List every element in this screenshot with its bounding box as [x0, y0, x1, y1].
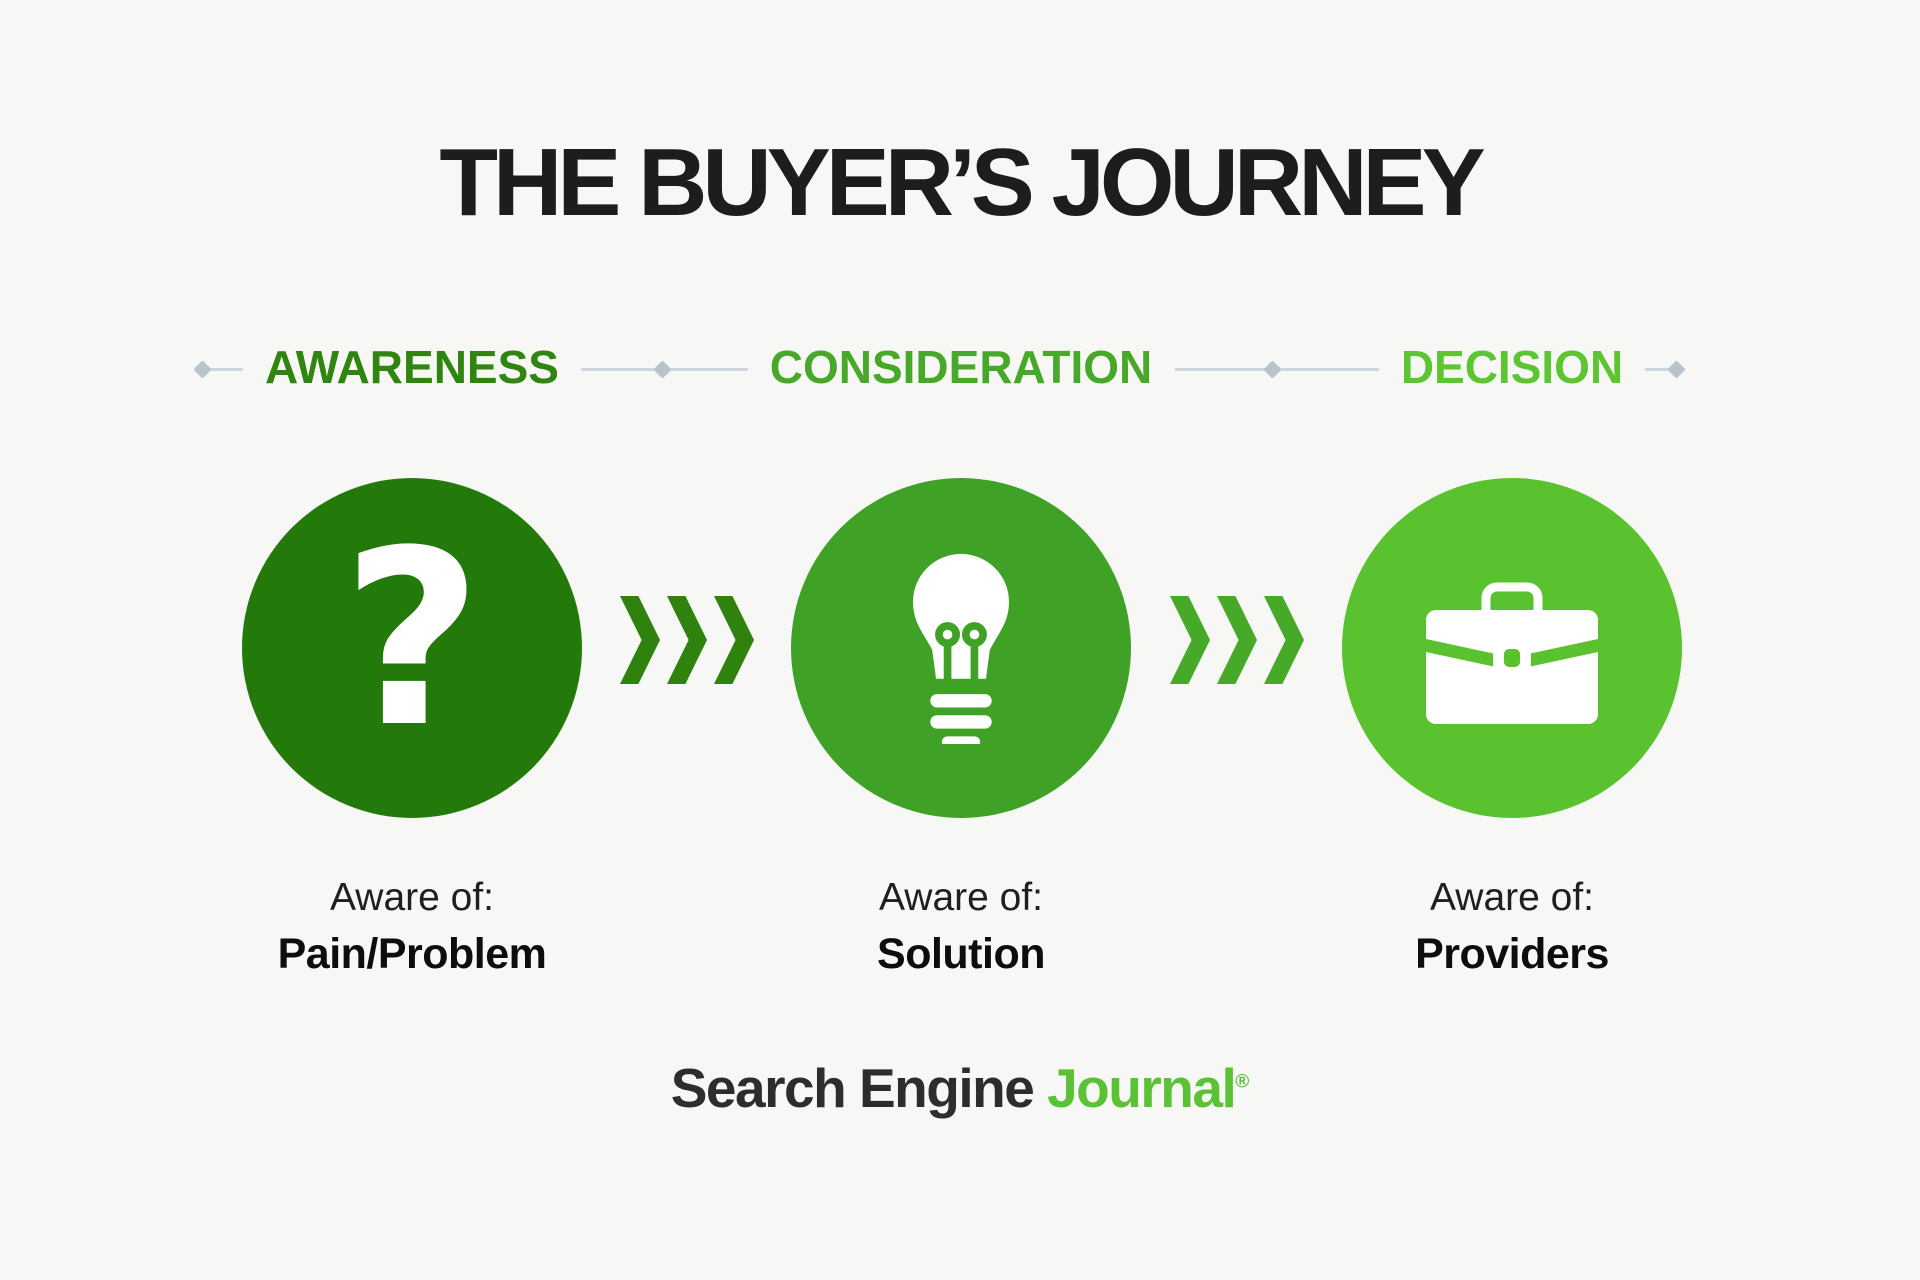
connector-diamond: [193, 360, 212, 379]
chevron-icon: [1264, 596, 1304, 684]
chevron-icon: [620, 596, 660, 684]
chevron-icon: [667, 596, 707, 684]
connector-diamond: [1263, 360, 1282, 379]
decision-circle: [1342, 478, 1682, 818]
stage-label-decision: DECISION: [1378, 338, 1646, 396]
aware-of-label: Aware of:: [1429, 876, 1595, 919]
decision-caption: Aware of: Providers: [1232, 874, 1792, 980]
connector-diamond: [1667, 360, 1686, 379]
registered-trademark-icon: ®: [1235, 1071, 1250, 1093]
aware-of-value: Solution: [877, 930, 1045, 978]
aware-of-value: Pain/Problem: [277, 930, 547, 978]
stage-label-consideration: CONSIDERATION: [747, 338, 1175, 396]
connector-diamond: [653, 360, 672, 379]
page-title: THE BUYER’S JOURNEY: [439, 129, 1485, 236]
chevron-icon: [1217, 596, 1257, 684]
awareness-caption: Aware of: Pain/Problem: [132, 874, 692, 980]
chevron-icon: [1170, 596, 1210, 684]
aware-of-value: Providers: [1415, 930, 1609, 978]
awareness-circle: ?: [242, 478, 582, 818]
arrow-awareness-to-consideration: [620, 596, 754, 684]
lightbulb-icon: [913, 553, 1009, 744]
stage-label-awareness: AWARENESS: [243, 338, 581, 396]
briefcase-icon: [1426, 582, 1598, 724]
consideration-circle: [791, 478, 1131, 818]
logo-part-dark: Search Engine: [670, 1057, 1048, 1119]
consideration-caption: Aware of: Solution: [681, 874, 1241, 980]
arrow-consideration-to-decision: [1170, 596, 1304, 684]
logo-part-green: Journal: [1047, 1057, 1237, 1119]
chevron-icon: [714, 596, 754, 684]
question-mark-icon: ?: [341, 499, 483, 781]
search-engine-journal-logo: Search Engine Journal®: [0, 1056, 1920, 1120]
aware-of-label: Aware of:: [878, 876, 1044, 919]
aware-of-label: Aware of:: [329, 876, 495, 919]
